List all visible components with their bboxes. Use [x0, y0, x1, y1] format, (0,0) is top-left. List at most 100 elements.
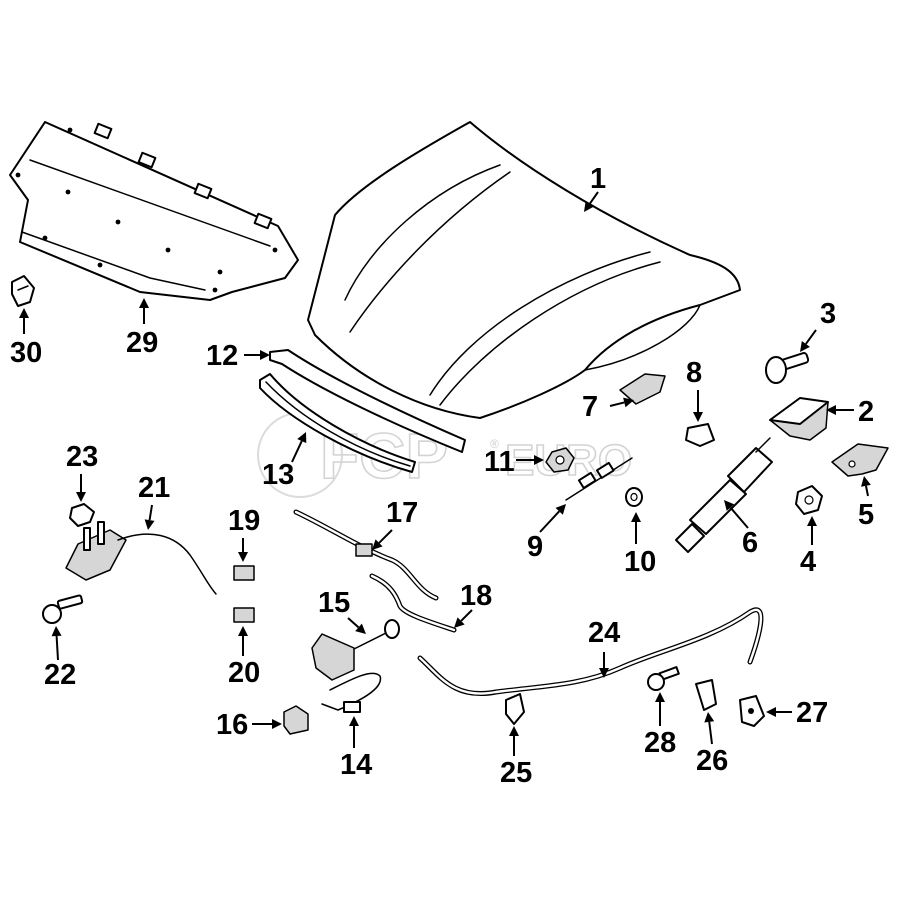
callout-3: 3: [820, 298, 836, 330]
callout-arrowhead-22: [51, 626, 62, 637]
hood-outline: [307, 121, 741, 419]
callout-arrow-15: [347, 617, 360, 629]
bolt-28-head: [647, 673, 665, 691]
insulator-crease: [29, 159, 271, 247]
seal-12: [269, 349, 466, 453]
hood-crease-left-inner: [349, 171, 511, 333]
nut-11-hole: [555, 455, 565, 465]
callout-15: 15: [318, 587, 350, 619]
part-21-cable-bracket: [65, 521, 217, 595]
clip-detail: [17, 285, 29, 291]
callout-14: 14: [340, 749, 372, 781]
callout-arrow-9: [539, 510, 560, 533]
callout-19: 19: [228, 505, 260, 537]
bracket-top: [769, 397, 829, 425]
callout-arrowhead-4: [807, 516, 817, 526]
part-1-hood-panel: [307, 121, 741, 419]
callout-9: 9: [527, 531, 543, 563]
callout-arrowhead-16: [272, 719, 282, 729]
part-27-clip: [739, 695, 765, 727]
callout-4: 4: [800, 546, 816, 578]
part-15-bolt: [351, 619, 400, 651]
callout-arrow-17: [378, 529, 393, 544]
callout-11: 11: [484, 446, 515, 478]
callout-29: 29: [126, 327, 158, 359]
rod-9: [565, 457, 633, 501]
callout-arrowhead-12: [260, 350, 270, 360]
clip-body: [11, 275, 35, 307]
callout-16: 16: [216, 709, 248, 741]
cable-21: [117, 533, 217, 595]
cable-17-clip: [355, 543, 373, 557]
rod-9-clip: [595, 461, 615, 479]
part-24-release-cable: [417, 607, 764, 696]
part-22-bolt: [42, 594, 84, 624]
bolt-22-head: [42, 604, 62, 624]
nut-23: [69, 503, 95, 527]
callout-arrow-1: [588, 191, 599, 205]
callout-arrow-3: [805, 329, 817, 345]
insulator-tab: [93, 122, 113, 140]
latch-body: [311, 633, 355, 681]
callout-arrow-21: [148, 504, 153, 521]
part-9-rod: [565, 457, 633, 501]
callout-labels: 1 2 3 4 5 6 7 8 9 10 11 12 13 14 15 16 1…: [10, 163, 874, 789]
callout-arrowhead-15: [355, 623, 366, 634]
insulator-outline: [9, 121, 299, 301]
callout-8: 8: [686, 357, 702, 389]
callout-7: 7: [582, 391, 598, 423]
part-29-hood-insulator: [9, 121, 299, 301]
callout-18: 18: [460, 580, 492, 612]
callout-arrowhead-6: [724, 500, 735, 511]
callout-arrow-7: [609, 401, 625, 407]
plate-7: [619, 373, 666, 405]
callout-arrowhead-2: [826, 405, 836, 415]
hood-crease-left: [344, 164, 501, 301]
part-17-cable: [293, 509, 439, 601]
callout-arrowhead-14: [349, 716, 359, 726]
grommet-8: [685, 423, 715, 447]
callout-arrow-26: [708, 721, 713, 745]
part-16-connector: [283, 705, 309, 735]
hood-crease-right-inner: [439, 261, 661, 406]
part-14-latch: [311, 633, 382, 713]
part-30-clip: [11, 275, 35, 307]
callout-arrow-13: [291, 440, 303, 463]
callout-12: 12: [206, 340, 238, 372]
bracket-21: [65, 529, 127, 581]
hood-crease-right: [429, 251, 651, 396]
part-11-nut: [545, 447, 575, 473]
callout-arrowhead-24: [599, 668, 609, 678]
callout-6: 6: [742, 527, 758, 559]
part-8-grommet: [685, 423, 715, 447]
bolt-15-shank: [351, 631, 389, 651]
callout-5: 5: [858, 499, 874, 531]
part-2-bracket: [769, 397, 829, 441]
clip-25: [505, 693, 525, 725]
watermark-registered: ®: [490, 437, 499, 451]
clip-20: [233, 607, 255, 623]
callout-arrowhead-11: [534, 455, 544, 465]
washer-10-hole: [630, 492, 638, 502]
callout-25: 25: [500, 757, 532, 789]
bracket-5-hole: [848, 460, 856, 468]
callout-23: 23: [66, 441, 98, 473]
callout-arrowhead-18: [454, 617, 465, 628]
part-4-nut: [795, 485, 823, 515]
bracket-21-stud: [97, 521, 105, 545]
callout-21: 21: [138, 472, 170, 504]
rod-9-clip: [577, 471, 597, 489]
strut-end: [675, 523, 705, 553]
callout-arrow-22: [55, 635, 59, 661]
insulator-holes: [15, 127, 278, 293]
callout-arrowhead-25: [509, 726, 519, 736]
part-6-gas-strut: [675, 437, 773, 553]
callout-arrowhead-7: [623, 397, 634, 408]
callout-arrowhead-13: [297, 432, 307, 444]
bracket-21-stud: [83, 527, 91, 551]
callout-1: 1: [590, 163, 606, 195]
part-23-nut: [69, 503, 95, 527]
callout-arrowhead-21: [144, 519, 155, 530]
bolt-15-head: [384, 619, 400, 639]
